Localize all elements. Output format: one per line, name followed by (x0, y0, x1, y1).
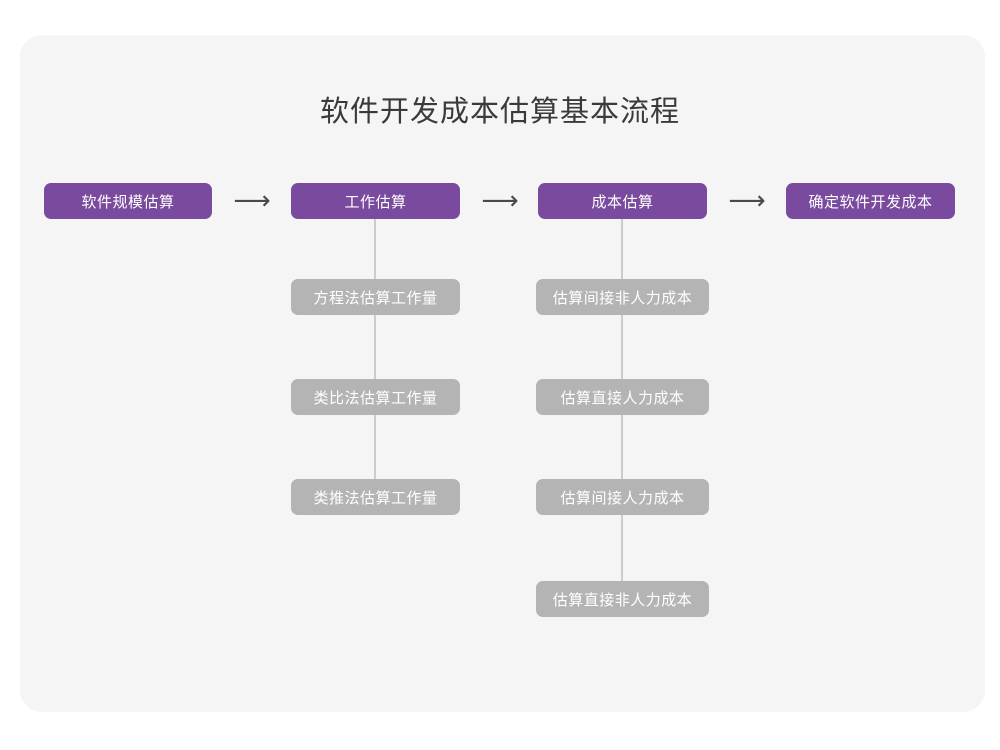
sub-box-branch-2-item-3-label: 估算间接人力成本 (560, 489, 685, 507)
sub-box-branch-1-item-3[interactable]: 类推法估算工作量 (291, 479, 460, 515)
sub-box-branch-2-item-4-label: 估算直接非人力成本 (552, 591, 693, 609)
sub-box-branch-2-item-2-label: 估算直接人力成本 (560, 389, 685, 407)
page-title: 软件开发成本估算基本流程 (319, 96, 680, 128)
connector-line-branch-1 (374, 219, 376, 497)
sub-box-branch-2-item-1-label: 估算间接非人力成本 (552, 289, 693, 307)
sub-box-branch-1-item-1[interactable]: 方程法估算工作量 (291, 279, 460, 315)
stage-box-3[interactable]: 成本估算 (538, 183, 707, 219)
stage-box-2[interactable]: 工作估算 (291, 183, 460, 219)
stage-box-1[interactable]: 软件规模估算 (44, 183, 212, 219)
diagram-card (20, 35, 985, 712)
sub-box-branch-1-item-3-label: 类推法估算工作量 (313, 489, 438, 507)
stage-box-1-label: 软件规模估算 (81, 193, 175, 211)
stage-box-2-label: 工作估算 (344, 193, 407, 211)
sub-box-branch-2-item-3[interactable]: 估算间接人力成本 (536, 479, 709, 515)
sub-box-branch-2-item-4[interactable]: 估算直接非人力成本 (536, 581, 709, 617)
sub-box-branch-1-item-2-label: 类比法估算工作量 (313, 389, 438, 407)
stage-box-4[interactable]: 确定软件开发成本 (786, 183, 955, 219)
stage-box-3-label: 成本估算 (591, 193, 654, 211)
sub-box-branch-1-item-1-label: 方程法估算工作量 (313, 289, 438, 307)
stage-box-4-label: 确定软件开发成本 (808, 193, 933, 211)
arrow-right-icon-3: ⟶ (728, 186, 766, 216)
sub-box-branch-2-item-1[interactable]: 估算间接非人力成本 (536, 279, 709, 315)
sub-box-branch-1-item-2[interactable]: 类比法估算工作量 (291, 379, 460, 415)
sub-box-branch-2-item-2[interactable]: 估算直接人力成本 (536, 379, 709, 415)
arrow-right-icon-1: ⟶ (233, 186, 271, 216)
arrow-right-icon-2: ⟶ (481, 186, 519, 216)
